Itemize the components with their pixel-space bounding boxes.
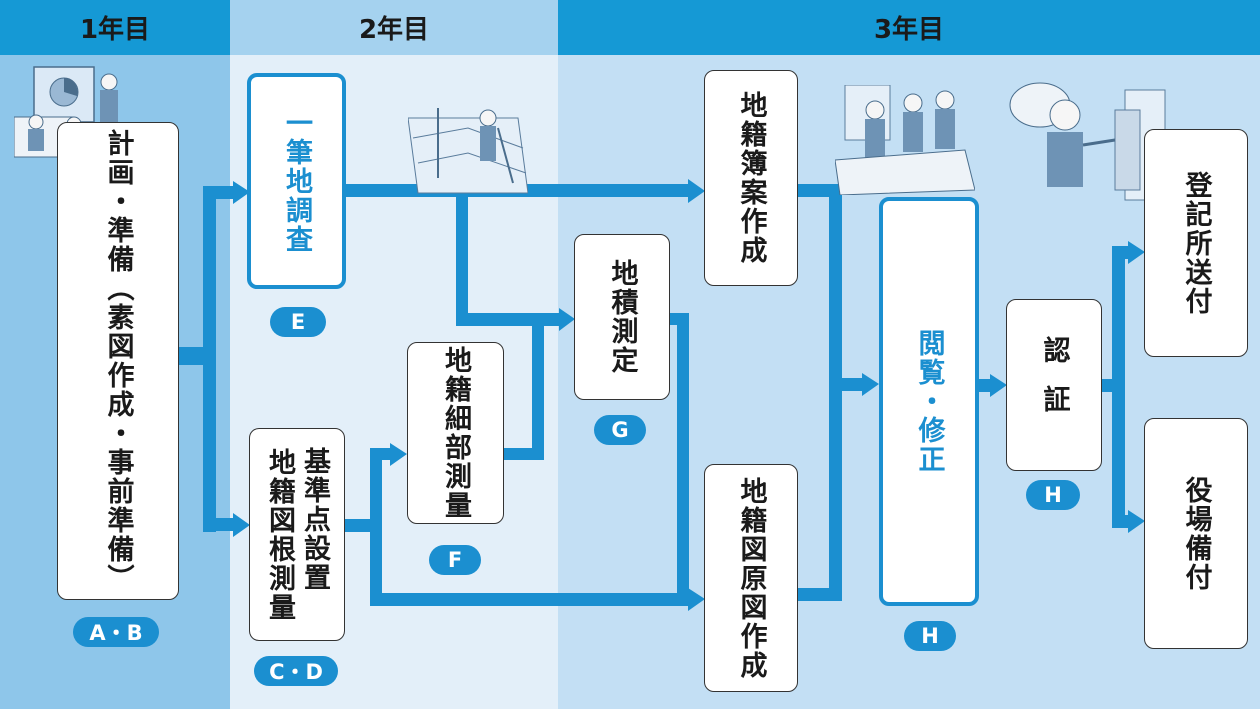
plan-label: 計画・準備（素図作成・事前準備） — [102, 129, 134, 593]
control-point-label-2: 基準点設置 — [299, 447, 331, 592]
inspection-label: 閲覧・修正 — [913, 329, 945, 474]
area-measure-label: 地積測定 — [606, 259, 638, 375]
area-measure-box: 地積測定 — [574, 234, 670, 400]
label-ab: A・B — [73, 617, 159, 647]
office-keep-box: 役場備付 — [1144, 418, 1248, 649]
label-h-inspection: H — [904, 621, 956, 651]
consultation-illustration-icon — [834, 84, 976, 196]
plan-box: 計画・準備（素図作成・事前準備） — [57, 122, 179, 600]
parcel-survey-box: 一筆地調査 — [247, 73, 346, 289]
inspection-box: 閲覧・修正 — [879, 197, 979, 606]
year3-header: 3年目 — [558, 0, 1260, 55]
year2-header: 2年目 — [230, 0, 558, 55]
label-g: G — [594, 415, 646, 445]
consultation-illustration — [834, 84, 976, 196]
parcel-survey-label: 一筆地調査 — [281, 108, 313, 254]
send-registry-box: 登記所送付 — [1144, 129, 1248, 357]
certification-label: 認証 — [1038, 336, 1070, 434]
certification-box: 認証 — [1006, 299, 1102, 471]
detail-survey-box: 地籍細部測量 — [407, 342, 504, 524]
year1-header: 1年目 — [0, 0, 230, 55]
map-original-label: 地籍図原図作成 — [735, 476, 767, 680]
control-point-label: 地籍図根測量 — [264, 447, 295, 622]
label-h-certification: H — [1026, 480, 1080, 510]
map-original-box: 地籍図原図作成 — [704, 464, 798, 692]
register-draft-box: 地籍簿案作成 — [704, 70, 798, 286]
label-e: E — [270, 307, 326, 337]
label-f: F — [429, 545, 481, 575]
office-keep-label: 役場備付 — [1180, 475, 1212, 592]
register-draft-label: 地籍簿案作成 — [735, 91, 767, 265]
label-cd: C・D — [254, 656, 338, 686]
surveyor-illustration — [407, 78, 529, 198]
send-registry-label: 登記所送付 — [1180, 170, 1212, 316]
detail-survey-label: 地籍細部測量 — [440, 346, 472, 520]
control-point-box: 地籍図根測量 基準点設置 — [249, 428, 345, 641]
surveyor-illustration-icon — [407, 108, 529, 194]
